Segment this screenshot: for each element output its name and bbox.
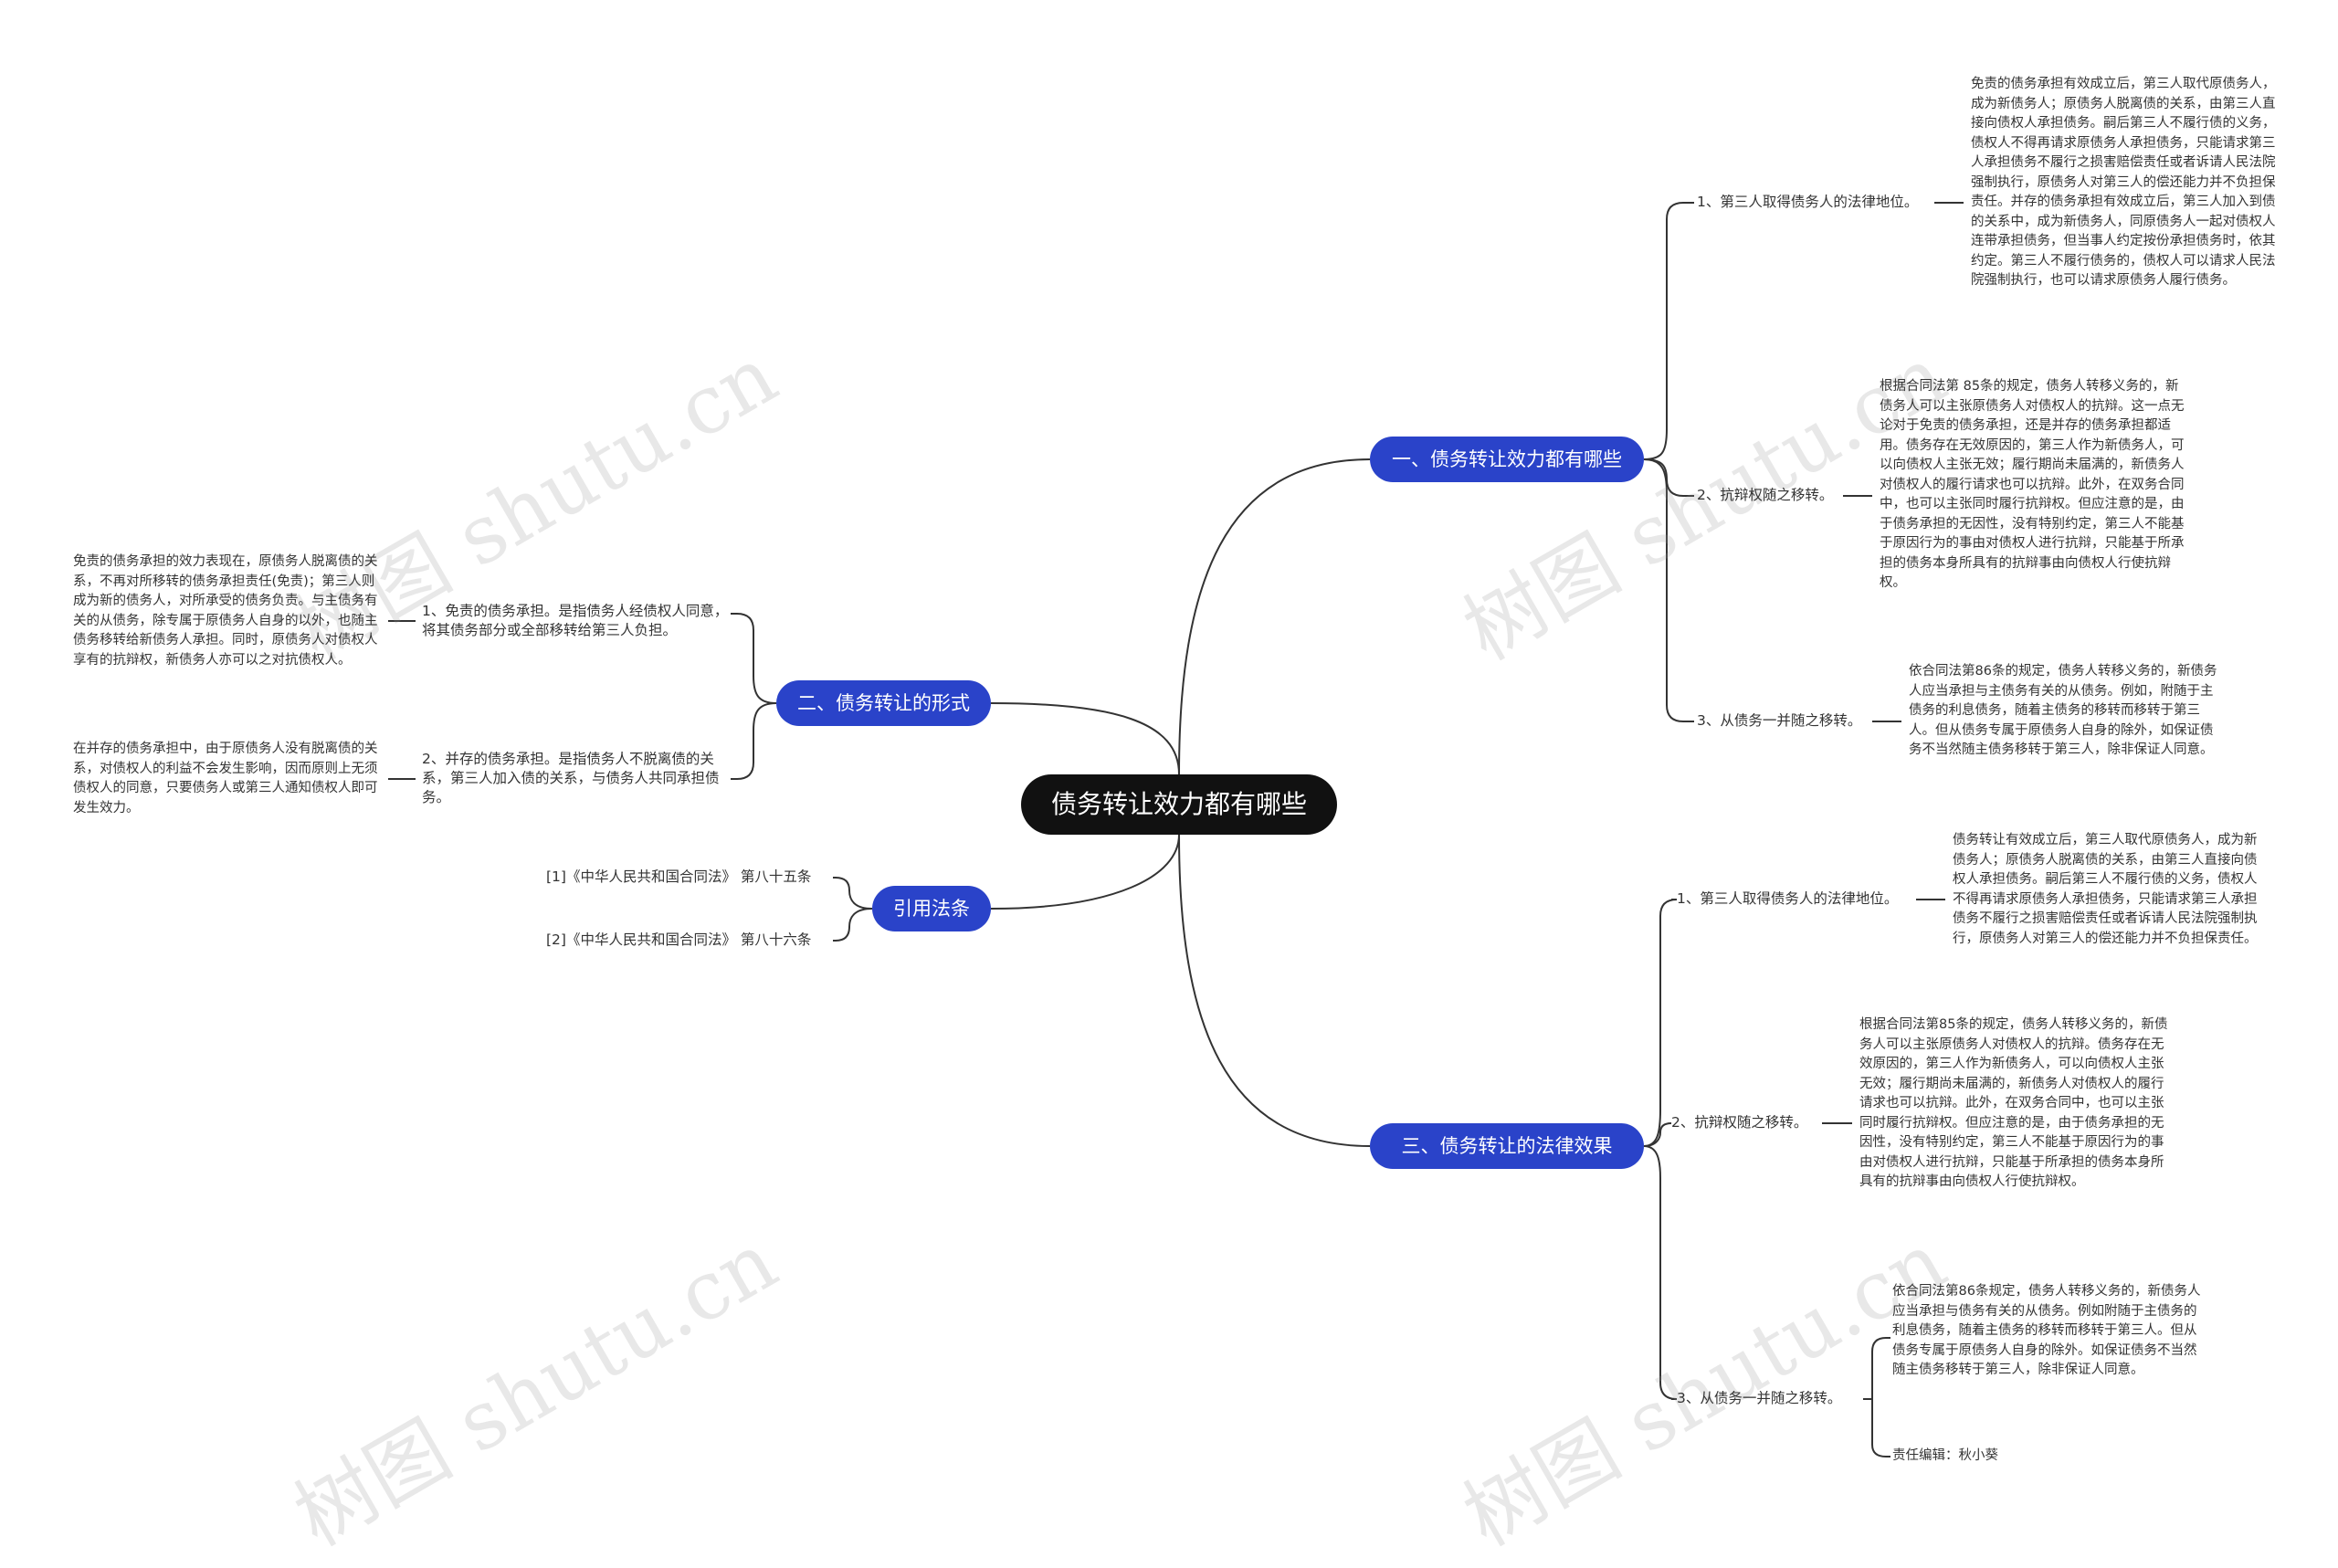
citation-item[interactable]: [2]《中华人民共和国合同法》 第八十六条 [546, 931, 812, 948]
connector-lines [388, 202, 1964, 1458]
subtopic-item[interactable]: 3、从债务一并随之移转。 [1697, 712, 1862, 729]
subtopic-item[interactable]: 2、抗辩权随之移转。 [1697, 487, 1834, 503]
citation-item[interactable]: [1]《中华人民共和国合同法》 第八十五条 [546, 868, 812, 885]
branch-node-legal-effects[interactable]: 三、债务转让的法律效果 [1370, 1123, 1644, 1169]
editor-credit: 责任编辑：秋小葵 [1892, 1448, 1998, 1463]
branch-node-effects[interactable]: 一、债务转让效力都有哪些 [1370, 437, 1644, 482]
subtopic-item[interactable]: 2、并存的债务承担。是指债务人不脱离债的关系，第三人加入债的关系，与债务人共同承… [422, 751, 720, 805]
subtopic-item[interactable]: 1、第三人取得债务人的法律地位。 [1697, 194, 1919, 210]
detail-note: 根据合同法第85条的规定，债务人转移义务的，新债务人可以主张原债务人对债权人的抗… [1859, 1017, 2168, 1189]
subtopic-item[interactable]: 1、第三人取得债务人的法律地位。 [1677, 890, 1899, 907]
branch-node-forms[interactable]: 二、债务转让的形式 [776, 680, 991, 726]
subtopic-item[interactable]: 2、抗辩权随之移转。 [1671, 1114, 1808, 1131]
root-node[interactable]: 债务转让效力都有哪些 [1021, 774, 1337, 835]
detail-note: 根据合同法第 85条的规定，债务人转移义务的，新债务人可以主张原债务人对债权人的… [1880, 379, 2185, 590]
subtopic-item[interactable]: 1、免责的债务承担。是指债务人经债权人同意，将其债务部分或全部移转给第三人负担。 [422, 603, 729, 638]
detail-note: 免责的债务承担的效力表现在，原债务人脱离债的关系，不再对所移转的债务承担责任(免… [73, 554, 378, 668]
detail-note: 债务转让有效成立后，第三人取代原债务人，成为新债务人；原债务人脱离债的关系，由第… [1953, 833, 2258, 946]
detail-note: 依合同法第86条的规定，债务人转移义务的，新债务人应当承担与主债务有关的从债务。… [1909, 664, 2217, 757]
detail-note: 依合同法第86条规定，债务人转移义务的，新债务人应当承担与债务有关的从债务。例如… [1892, 1284, 2201, 1377]
subtopic-item[interactable]: 3、从债务一并随之移转。 [1677, 1390, 1842, 1406]
detail-note: 在并存的债务承担中，由于原债务人没有脱离债的关系，对债权人的利益不会发生影响，因… [73, 742, 378, 816]
detail-note: 免责的债务承担有效成立后，第三人取代原债务人，成为新债务人；原债务人脱离债的关系… [1971, 77, 2276, 288]
branch-node-citations[interactable]: 引用法条 [872, 886, 991, 931]
